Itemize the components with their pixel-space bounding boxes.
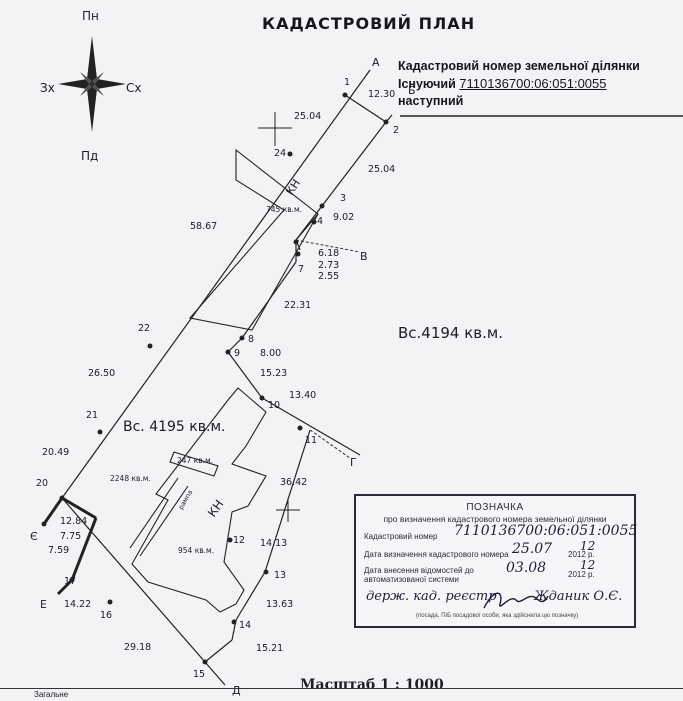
parcel-boundary bbox=[61, 69, 393, 686]
bottom-table-edge: Загальне bbox=[0, 688, 683, 701]
point-10: 10 bbox=[268, 400, 280, 411]
dim-14-13: 14.13 bbox=[260, 538, 287, 549]
note-cad-label: Кадастровий номер bbox=[364, 532, 438, 541]
note-date-label: Дата визначення кадастрового номера bbox=[364, 550, 509, 559]
dim-8-00: 8.00 bbox=[260, 348, 281, 359]
dim-13-63: 13.63 bbox=[266, 599, 293, 610]
signature-icon bbox=[483, 592, 549, 609]
note-name-hw: Жданик О.Є. bbox=[534, 589, 623, 604]
point-17: 17 bbox=[64, 576, 76, 587]
dim-7-75: 7.75 bbox=[60, 531, 81, 542]
dim-6-18: 6.18 bbox=[318, 248, 339, 259]
point-8: 8 bbox=[248, 334, 254, 345]
existing-label: Існуючий bbox=[398, 77, 456, 91]
point-3: 3 bbox=[340, 193, 346, 204]
point-22: 22 bbox=[138, 323, 150, 334]
note-year-suffix: 2012 р. bbox=[568, 550, 595, 559]
ramp-label: рампа bbox=[177, 489, 195, 511]
corner-b: Б bbox=[408, 84, 416, 97]
cadastral-label: Кадастровий номер земельної ділянки bbox=[398, 59, 640, 73]
point-20: 20 bbox=[36, 478, 48, 489]
boundary-points bbox=[41, 92, 389, 665]
dim-7-59: 7.59 bbox=[48, 545, 69, 556]
point-7: 7 bbox=[298, 264, 304, 275]
point-11: 11 bbox=[305, 435, 317, 446]
strip-boundary bbox=[42, 496, 98, 596]
dim-25-04-top: 25.04 bbox=[294, 111, 321, 122]
note-entry-label2: автоматизованої системи bbox=[364, 575, 459, 584]
compass-west: Зх bbox=[40, 81, 55, 95]
area-954: 954 кв.м. bbox=[178, 546, 214, 555]
note-year-hw-2: 12 bbox=[580, 558, 596, 572]
next-label: наступний bbox=[398, 94, 464, 108]
area-main: Вс.4194 кв.м. bbox=[398, 324, 503, 342]
dim-20-49: 20.49 bbox=[42, 447, 69, 458]
area-left: Вс. 4195 кв.м. bbox=[123, 419, 225, 435]
note-caption: (посада, ПІБ посадової особи, яка здійсн… bbox=[416, 613, 579, 619]
dim-58-67: 58.67 bbox=[190, 221, 217, 232]
cadastral-number-block: Кадастровий номер земельної ділянки Існу… bbox=[398, 58, 683, 118]
dim-15-23: 15.23 bbox=[260, 368, 287, 379]
corner-ye: Є bbox=[30, 530, 38, 543]
note-cad-value: 7110136700:06:051:0055 bbox=[454, 523, 638, 539]
corner-e: Е bbox=[40, 598, 47, 611]
note-date-value: 25.07 bbox=[512, 541, 553, 557]
note-position-hw: держ. кад. реєстр bbox=[366, 589, 497, 604]
dim-22-31: 22.31 bbox=[284, 300, 311, 311]
note-subheading: про визначення кадастрового номера земел… bbox=[383, 514, 607, 524]
dim-36-42: 36.42 bbox=[280, 477, 307, 488]
existing-number: 7110136700:06:051:0055 bbox=[459, 76, 607, 91]
scale-label: Масштаб 1 : 1000 bbox=[300, 677, 444, 693]
point-1: 1 bbox=[344, 77, 350, 88]
point-21: 21 bbox=[86, 410, 98, 421]
building-kn-bottom bbox=[129, 387, 267, 613]
area-2248: 2248 кв.м. bbox=[110, 474, 151, 483]
point-4: 4 bbox=[317, 216, 323, 227]
compass-north: Пн bbox=[82, 9, 99, 23]
bottom-label: Загальне bbox=[34, 690, 69, 699]
note-year-suffix-2: 2012 р. bbox=[568, 570, 595, 579]
point-15: 15 bbox=[193, 669, 205, 680]
dim-12-30: 12.30 bbox=[368, 89, 395, 100]
dashed-links bbox=[295, 239, 361, 459]
corner-g: Г bbox=[350, 456, 357, 469]
dim-2-73: 2.73 bbox=[318, 260, 339, 271]
compass-rose-icon bbox=[58, 36, 126, 132]
compass-south: Пд bbox=[81, 149, 98, 163]
corner-a: А bbox=[372, 56, 380, 69]
kn-label-top: КН bbox=[284, 177, 304, 198]
dim-29-18: 29.18 bbox=[124, 642, 151, 653]
kn-label-bottom: КН bbox=[205, 497, 227, 519]
dim-15-21: 15.21 bbox=[256, 643, 283, 654]
cross-markers bbox=[258, 112, 300, 522]
point-24: 24 bbox=[274, 148, 286, 159]
compass-east: Сх bbox=[126, 81, 141, 95]
area-247: 247 кв.м. bbox=[177, 456, 213, 465]
point-14: 14 bbox=[239, 620, 251, 631]
page-title: КАДАСТРОВИЙ ПЛАН bbox=[262, 14, 476, 33]
point-13: 13 bbox=[274, 570, 286, 581]
point-12: 12 bbox=[233, 535, 245, 546]
dim-12-84: 12.84 bbox=[60, 516, 87, 527]
corner-d: Д bbox=[232, 684, 241, 697]
dim-9-02: 9.02 bbox=[333, 212, 354, 223]
cadastral-existing-row: Існуючий 7110136700:06:051:0055 bbox=[398, 75, 683, 93]
dim-25-04-right: 25.04 bbox=[368, 164, 395, 175]
point-9: 9 bbox=[234, 348, 240, 359]
point-16: 16 bbox=[100, 610, 112, 621]
corner-v: В bbox=[360, 250, 368, 263]
dim-14-22: 14.22 bbox=[64, 599, 91, 610]
area-kn-top: 745 кв.м. bbox=[266, 205, 302, 214]
dim-26-50: 26.50 bbox=[88, 368, 115, 379]
note-entry-label: Дата внесення відомостей до bbox=[364, 566, 474, 575]
note-year-hw: 12 bbox=[580, 539, 596, 553]
note-entry-value: 03.08 bbox=[506, 560, 547, 576]
note-heading: ПОЗНАЧКА bbox=[466, 502, 524, 513]
point-2: 2 bbox=[393, 125, 399, 136]
dim-2-55: 2.55 bbox=[318, 271, 339, 282]
dim-13-40: 13.40 bbox=[289, 390, 316, 401]
notation-stamp: ПОЗНАЧКА про визначення кадастрового ном… bbox=[354, 494, 638, 628]
